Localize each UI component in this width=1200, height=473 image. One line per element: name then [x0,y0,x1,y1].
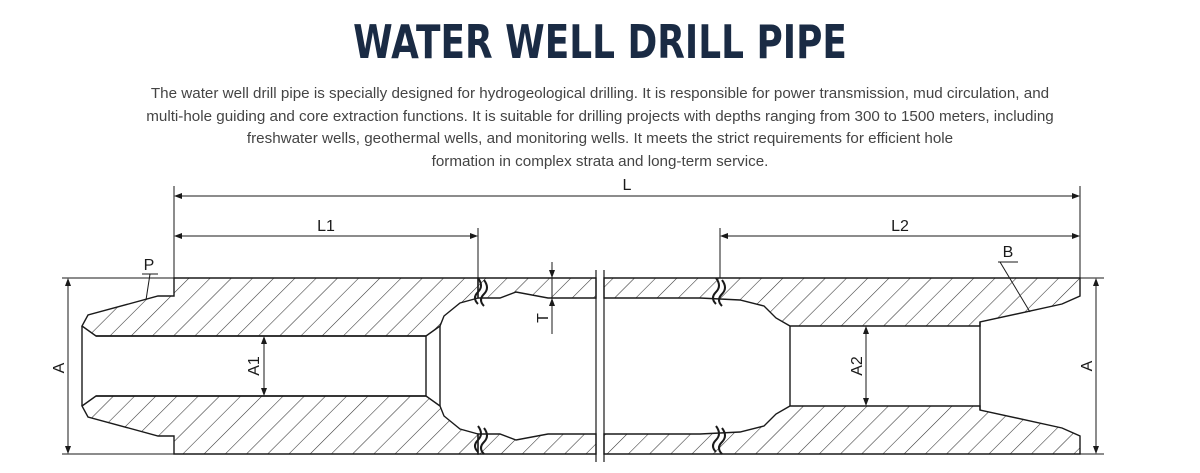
label-outer-diameter-right: A [1079,360,1096,371]
weld-mark-right-bottom [712,425,726,455]
label-outer-diameter-left: A [51,362,68,373]
label-overall-length: L [623,177,632,194]
label-box: B [1003,244,1014,261]
description-line-1: The water well drill pipe is specially d… [150,85,1050,102]
dimension-labels: L L1 L2 P B T A A A1 A2 [51,177,1096,376]
description-line-2: multi-hole guiding and core extraction f… [146,107,1054,125]
description-line-3: freshwater wells, geothermal wells, and … [246,130,954,147]
weld-mark-left-bottom [474,425,488,455]
description: The water well drill pipe is specially d… [110,83,1090,173]
dimensions [62,186,1104,455]
label-inner-diameter-left: A1 [246,356,263,376]
weld-mark-right-top [712,277,726,307]
label-pin: P [144,257,155,274]
upper-wall-right [603,277,1081,327]
label-left-length: L1 [317,218,335,235]
label-wall-thickness: T [535,313,552,323]
page-title: WATER WELL DRILL PIPE [353,15,847,69]
upper-wall-left [81,277,479,337]
description-line-4: formation in complex strata and long-ter… [431,152,769,170]
lower-wall-left [81,395,479,455]
upper-wall-middle [477,277,597,299]
lower-wall-middle [477,433,597,455]
label-inner-diameter-right: A2 [849,356,866,376]
label-right-length: L2 [891,218,909,235]
pipe-body [81,270,1081,462]
weld-mark-left-top [474,277,488,307]
lower-wall-right [603,405,1081,455]
